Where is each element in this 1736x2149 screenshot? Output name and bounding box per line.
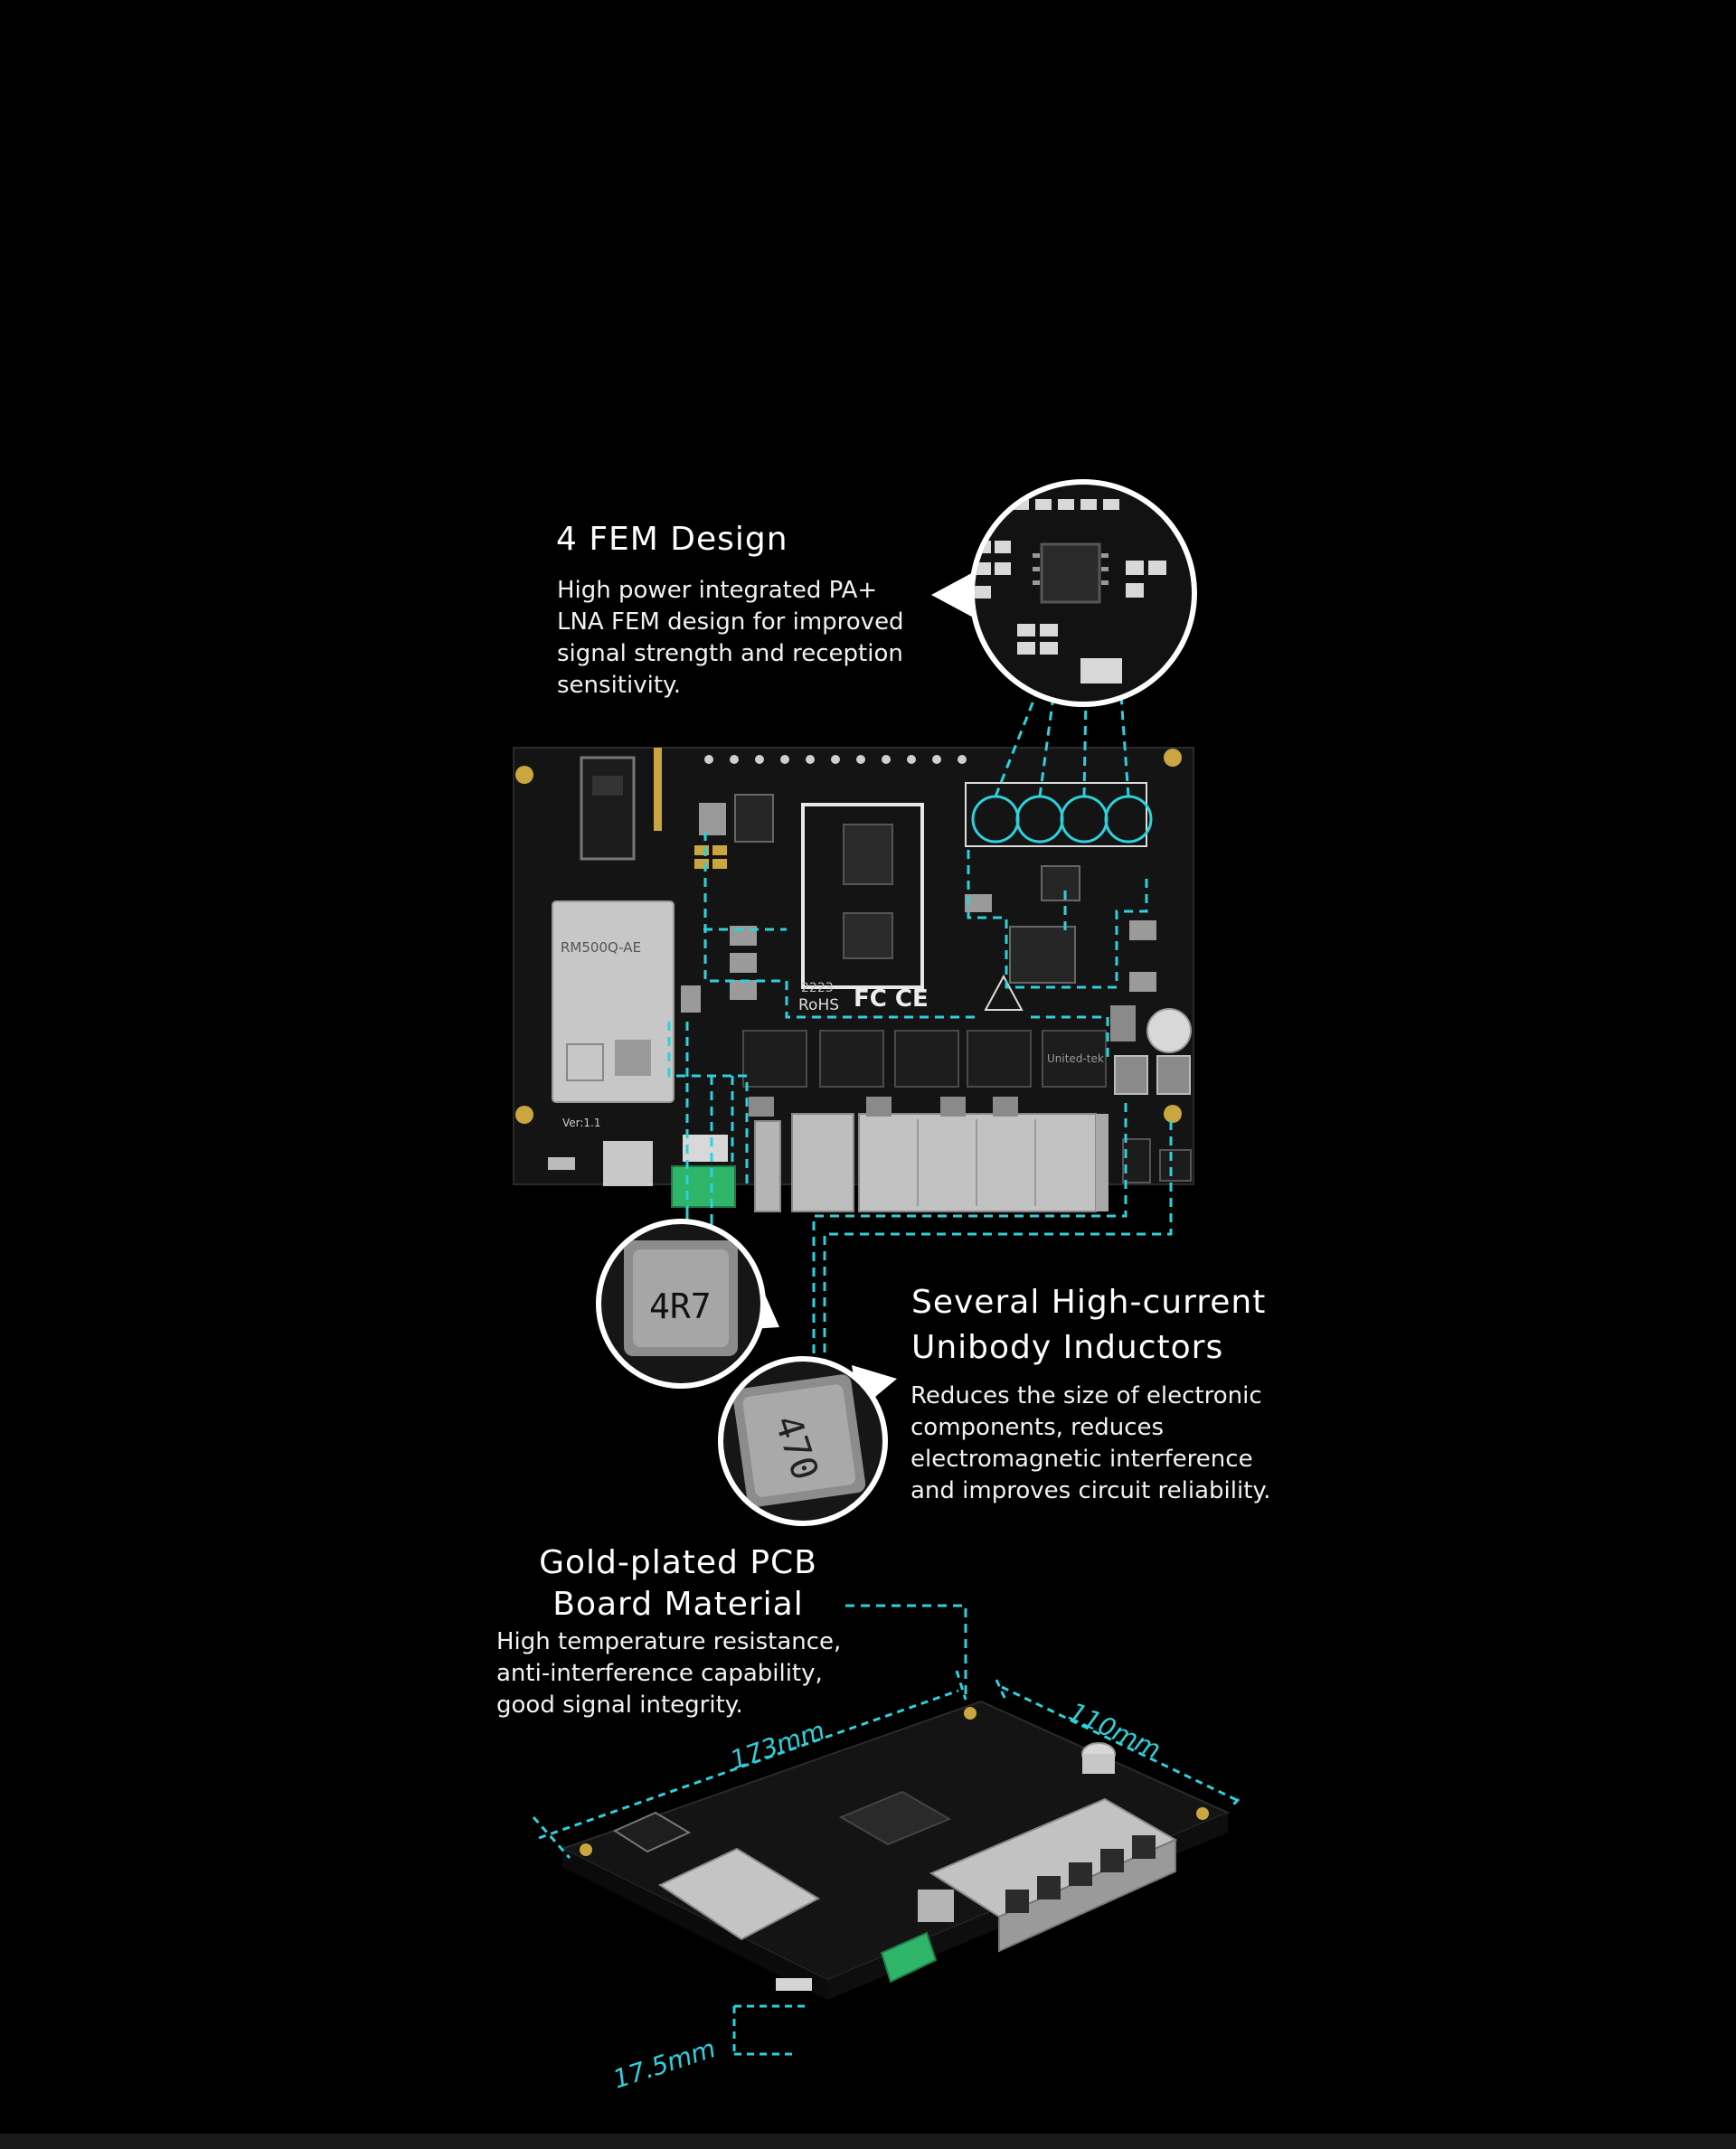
pcb-desc-line: anti-interference capability,: [496, 1660, 823, 1687]
pcb-title-line: Board Material: [552, 1586, 804, 1623]
fem-desc-line: LNA FEM design for improved: [557, 608, 904, 636]
inductor-zoom-bubble-2: 470: [718, 1356, 897, 1526]
cert-marks: FC CE: [854, 985, 929, 1013]
rohs-label: RoHS: [798, 996, 839, 1014]
date-code: 2223: [801, 981, 834, 995]
inductor-marking-4r7: 4R7: [649, 1287, 712, 1326]
terminal-block: [671, 1165, 736, 1208]
pcb-desc-line: High temperature resistance,: [496, 1628, 842, 1655]
ethernet-port: [791, 1113, 854, 1212]
pcb-title-line: Gold-plated PCB: [539, 1544, 817, 1581]
fem-desc-line: sensitivity.: [557, 672, 681, 699]
fem-desc-line: signal strength and reception: [557, 640, 903, 667]
soc-frame: [801, 803, 924, 989]
svg-text:United-tek: United-tek: [1047, 1052, 1104, 1065]
inductor-title-line: Several High-current: [911, 1284, 1267, 1321]
mounting-hole: [1164, 1105, 1182, 1123]
fem-zoom-bubble: [931, 479, 1197, 707]
dimension-lines: [532, 1670, 1241, 2056]
mounting-hole: [515, 1106, 533, 1124]
inductor-title-line: Unibody Inductors: [911, 1329, 1224, 1366]
inductor: [1114, 1055, 1148, 1095]
inductor: [1156, 1055, 1191, 1095]
fem-desc-line: High power integrated PA+: [557, 577, 878, 604]
version-label: Ver:1.1: [562, 1117, 601, 1129]
bottom-bar: [0, 2134, 1736, 2149]
cellular-module: [552, 900, 675, 1103]
soc-chip: [843, 824, 893, 885]
inductor-description: Reduces the size of electronic component…: [910, 1381, 1344, 1507]
pcb-title: Gold-plated PCB Board Material: [506, 1542, 850, 1626]
fem-chip: [1040, 542, 1101, 604]
cellular-module-iso: [657, 1847, 821, 1941]
pcb-board-top-view: RM500Q-AE: [513, 747, 1194, 1212]
network-transformers: United-tek: [742, 1030, 1107, 1088]
pcb-description: High temperature resistance, anti-interf…: [496, 1626, 876, 1721]
dashed-callout-lines: [667, 695, 1173, 1700]
fem-description: High power integrated PA+ LNA FEM design…: [557, 575, 937, 702]
terminal-block-iso: [880, 1931, 938, 1984]
triangle-logo-icon: [984, 974, 1024, 1011]
inductor-title: Several High-current Unibody Inductors: [911, 1280, 1363, 1371]
fem-title: 4 FEM Design: [556, 521, 788, 558]
mounting-hole: [515, 766, 533, 784]
inductor-desc-line: and improves circuit reliability.: [910, 1477, 1271, 1504]
usb-port: [754, 1120, 781, 1212]
module-label: RM500Q-AE: [561, 939, 641, 956]
dimension-height: 17.5mm: [609, 2033, 719, 2095]
antenna-connector: [654, 748, 662, 831]
sim-slot: [580, 756, 636, 861]
inductor-desc-line: electromagnetic interference: [910, 1446, 1253, 1473]
pcb-desc-line: good signal integrity.: [496, 1692, 743, 1719]
sd-card-slot: [603, 1141, 653, 1186]
inductor-desc-line: Reduces the size of electronic: [910, 1382, 1262, 1409]
inductor-desc-line: components, reduces: [910, 1414, 1165, 1441]
inductor-zoom-bubble-1: 4R7: [596, 1219, 779, 1389]
mounting-hole: [1164, 749, 1182, 767]
pcb-board-isometric-view: [560, 1700, 1231, 2000]
electrolytic-capacitor: [1146, 1008, 1192, 1053]
